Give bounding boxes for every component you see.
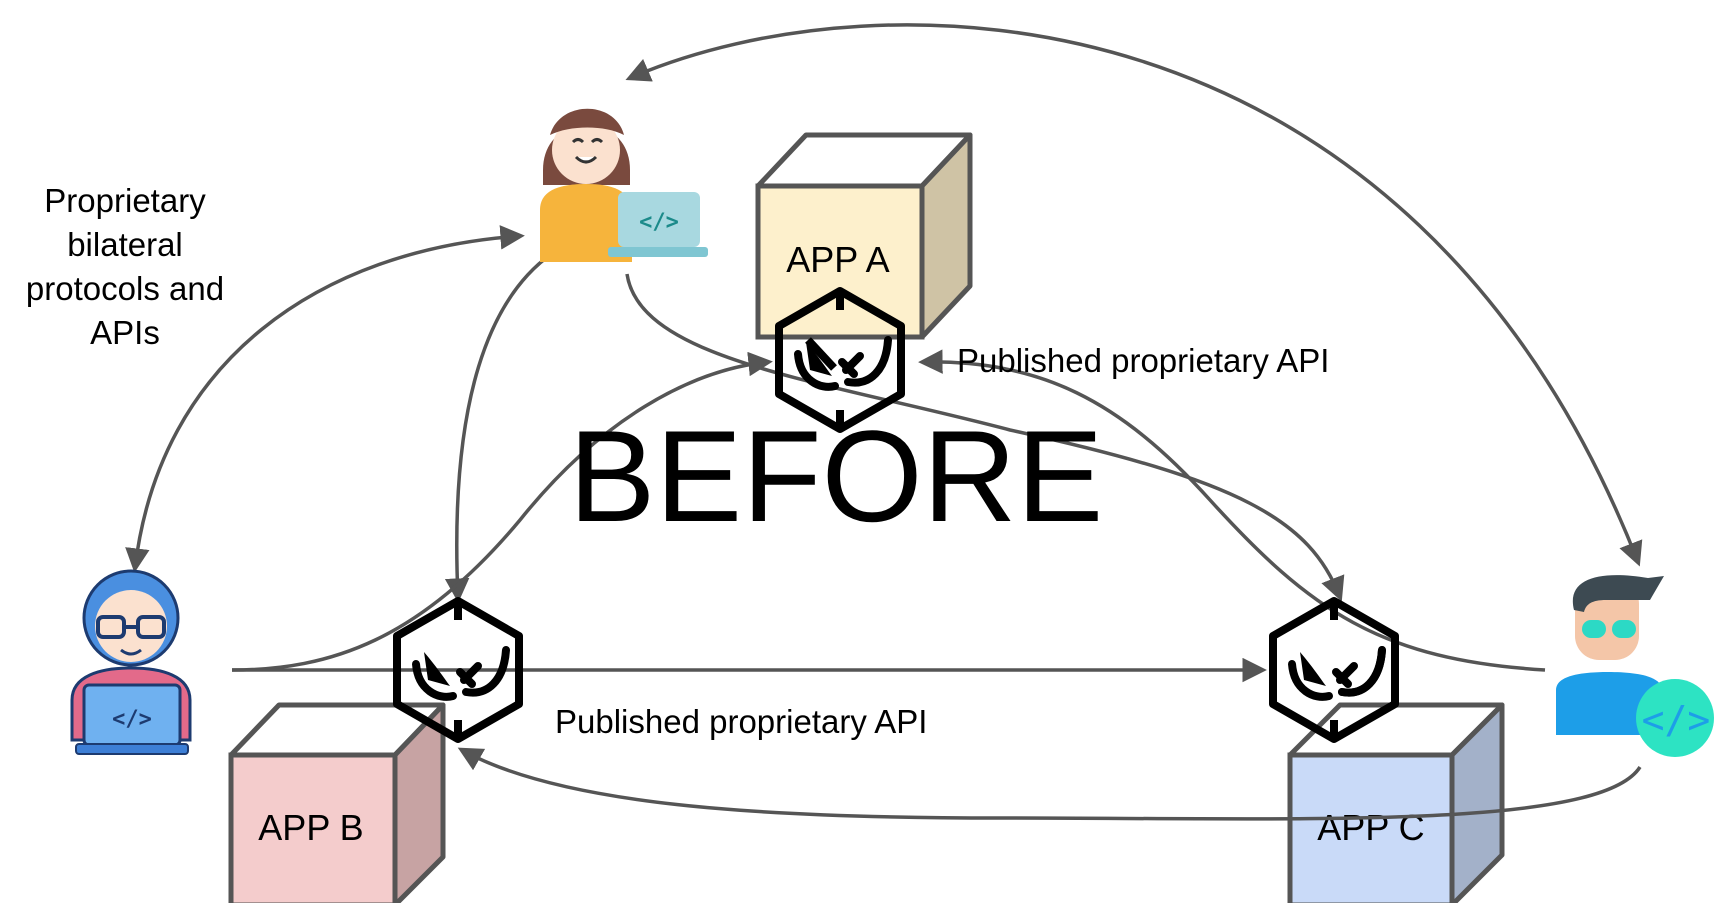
app-a-label: APP A bbox=[786, 239, 889, 280]
left-note-line-4: APIs bbox=[90, 314, 160, 351]
left-note-line-3: protocols and bbox=[26, 270, 224, 307]
app-b-box: APP B bbox=[228, 702, 446, 903]
left-note-line-2: bilateral bbox=[67, 226, 183, 263]
api-label-bottom: Published proprietary API bbox=[555, 703, 927, 740]
developer-man-cyan-icon: </> bbox=[1556, 575, 1714, 757]
app-c-box: APP C bbox=[1287, 702, 1505, 903]
svg-text:</>: </> bbox=[639, 210, 679, 235]
arrow-left-to-plug-a bbox=[231, 351, 773, 672]
connectors bbox=[125, 23, 1643, 821]
arrow-top-to-plug-b bbox=[444, 236, 581, 603]
api-label-top: Published proprietary API bbox=[957, 342, 1329, 379]
left-note-line-1: Proprietary bbox=[44, 182, 206, 219]
diagram-title: BEFORE bbox=[569, 403, 1104, 549]
arrow-top-to-plug-c bbox=[625, 273, 1345, 602]
api-plug-icon bbox=[775, 287, 905, 433]
arrow-top-arc bbox=[625, 23, 1643, 567]
left-note: Proprietary bilateral protocols and APIs bbox=[26, 182, 224, 351]
svg-text:</>: </> bbox=[112, 707, 152, 732]
app-b-label: APP B bbox=[258, 807, 363, 848]
developer-woman-icon: </> bbox=[540, 108, 708, 262]
arrow-right-to-plug-b bbox=[457, 747, 1642, 821]
app-c-label: APP C bbox=[1317, 807, 1424, 848]
api-plug-icon bbox=[1269, 597, 1399, 743]
arrow-right-to-plug-a bbox=[918, 349, 1546, 672]
api-plug-icon bbox=[393, 597, 523, 743]
arrow-left-arc bbox=[125, 225, 525, 573]
svg-text:</>: </> bbox=[1642, 698, 1711, 742]
developer-man-glasses-icon: </> bbox=[70, 569, 192, 755]
